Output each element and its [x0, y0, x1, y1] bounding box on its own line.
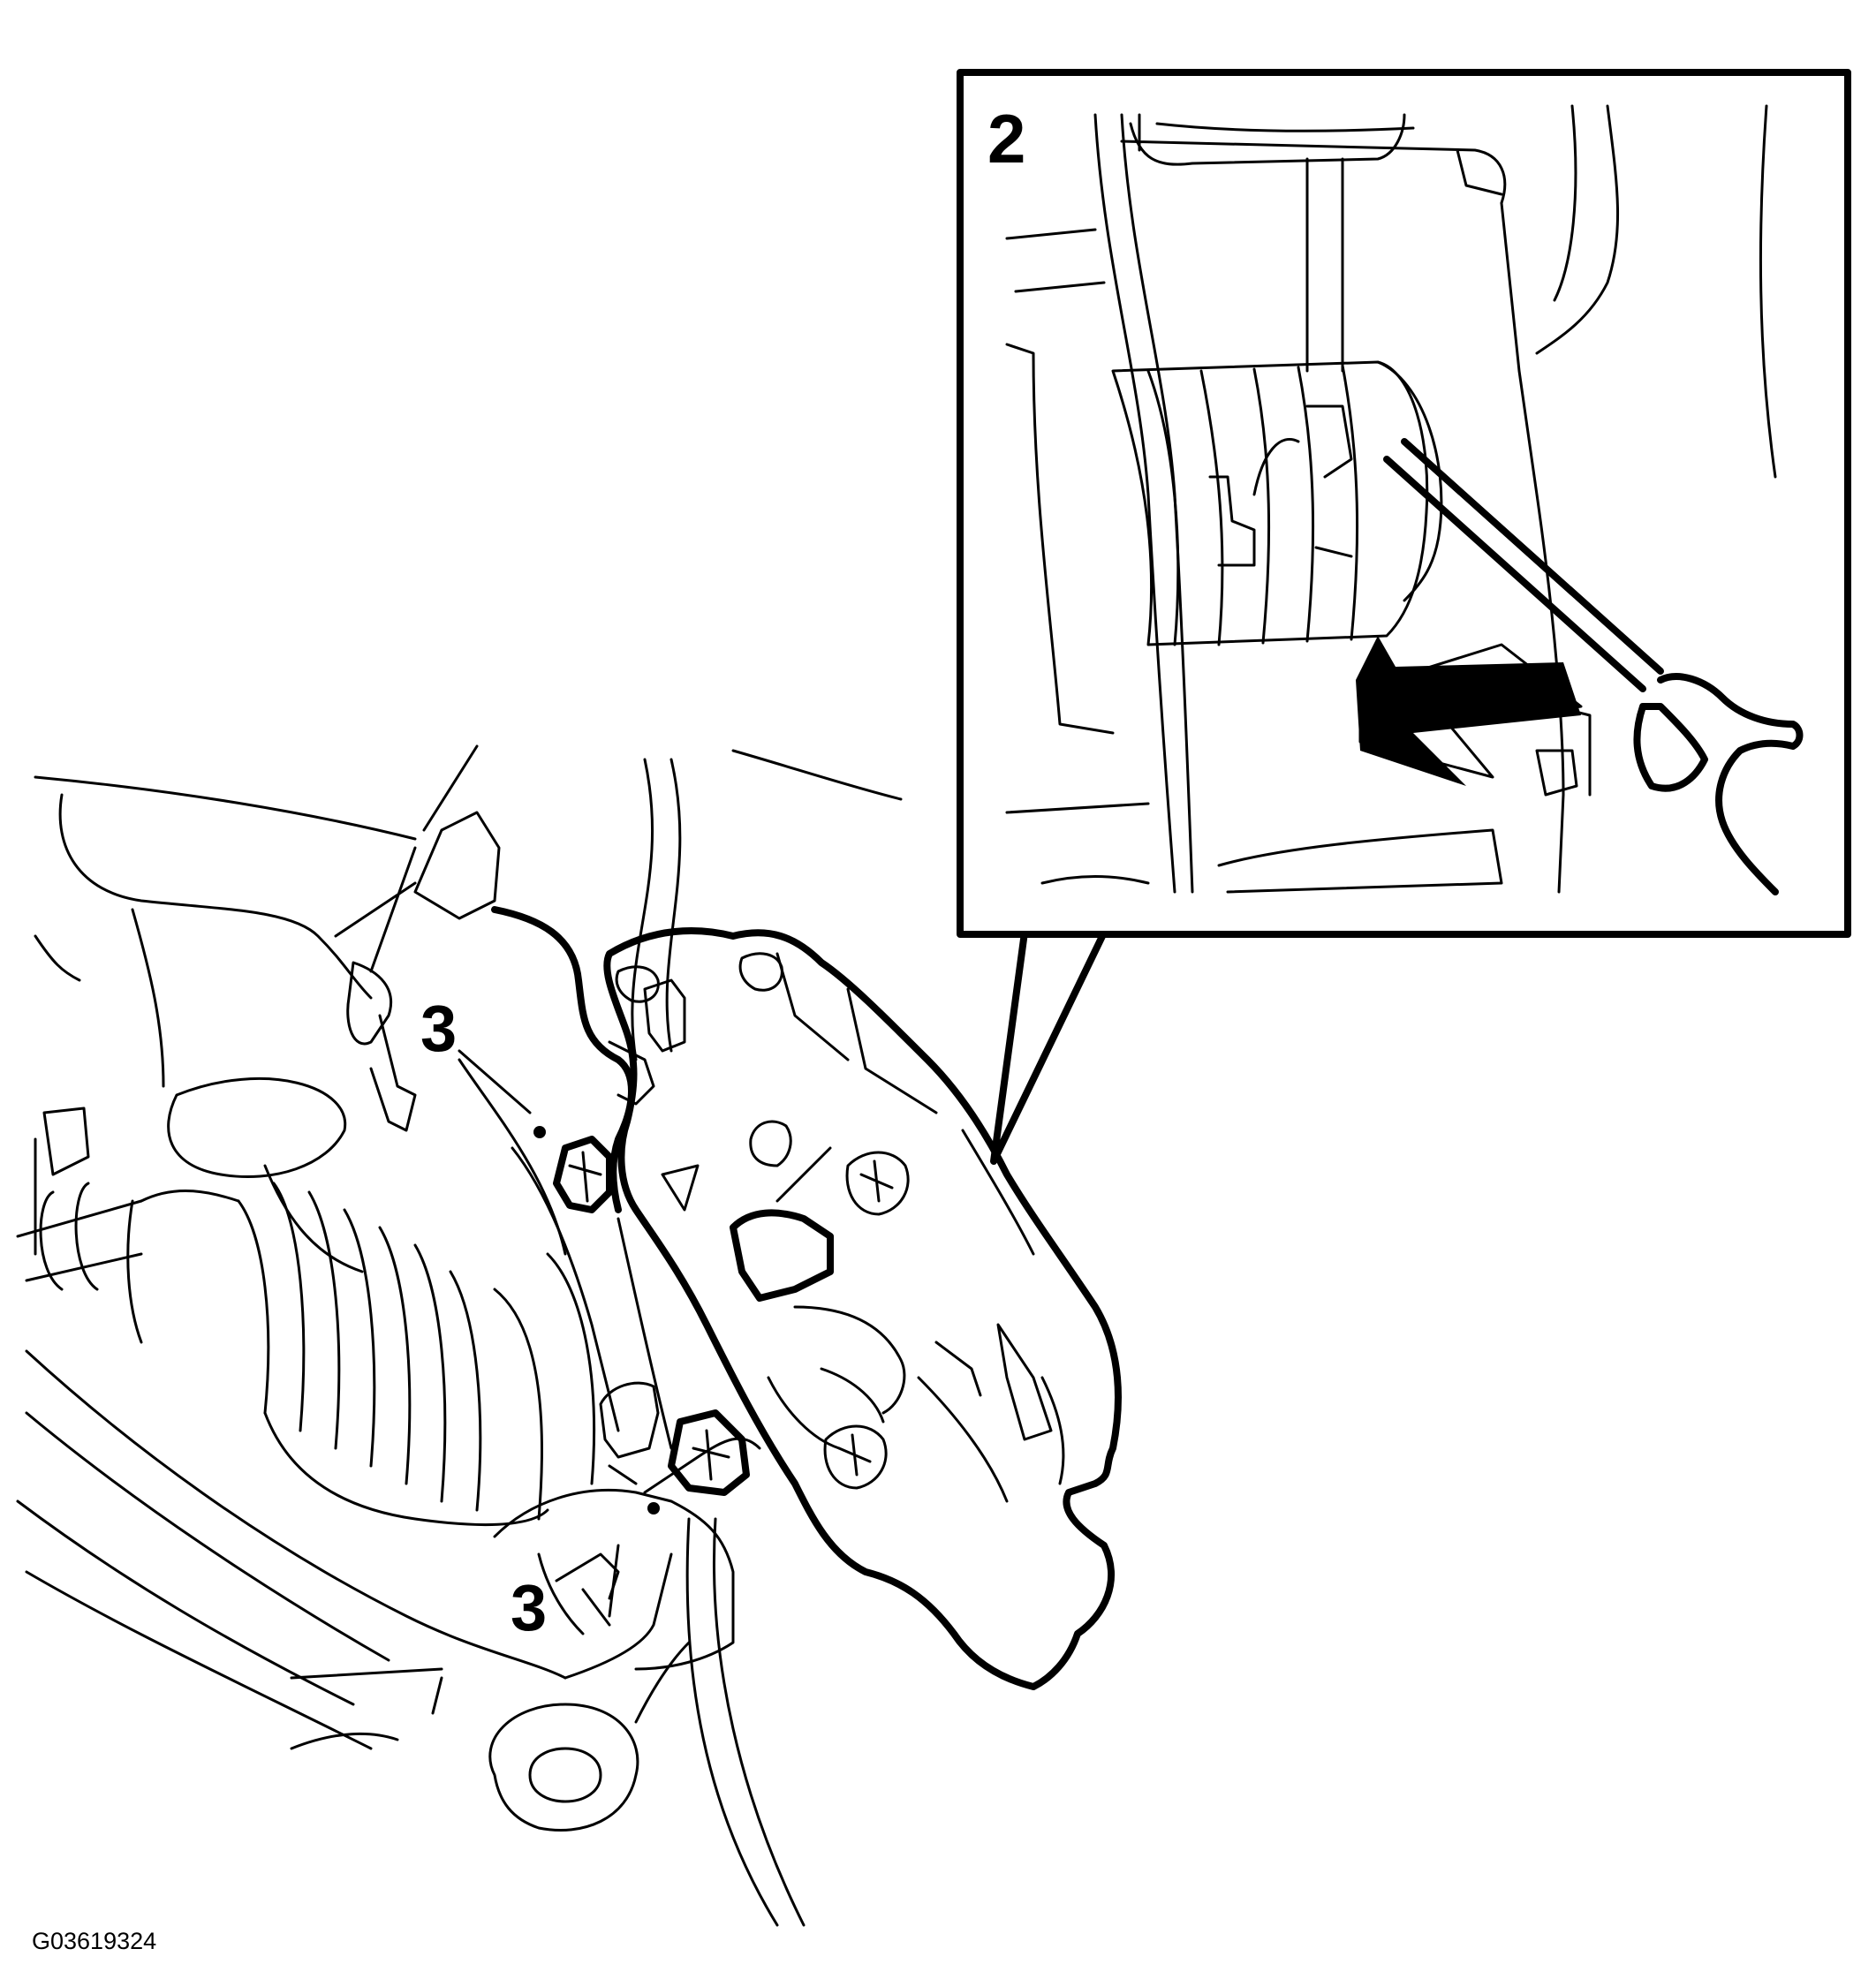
marker-dot-upper	[533, 1126, 546, 1138]
upper-caliper-bolt-head	[568, 1151, 602, 1203]
inset-pad-backing	[1305, 360, 1443, 602]
ball-joint-lower	[599, 1381, 660, 1485]
inset-screwdriver-handle[interactable]	[1633, 673, 1804, 895]
steering-knuckle	[493, 1437, 761, 1671]
inset-screwdriver[interactable]	[1383, 438, 1664, 692]
knuckle-upper	[511, 1146, 673, 1450]
caliper-pad-cutout	[730, 1209, 834, 1302]
inset-left-bracket	[1005, 228, 1150, 885]
lower-control-arm	[16, 1349, 567, 1750]
axle-clamp	[34, 1107, 90, 1256]
inset-lower-bracket	[1217, 705, 1592, 894]
stabilizer-link	[334, 744, 501, 973]
callout-3-lower-leader	[555, 1552, 620, 1627]
inset-top-rim	[1129, 113, 1406, 166]
caliper-bolt-lower	[823, 1424, 888, 1490]
inset-frame	[957, 69, 1851, 938]
lower-arm-bracket	[290, 1552, 691, 1750]
upper-arm	[34, 749, 903, 1000]
inset-pad-clip	[1208, 438, 1300, 567]
axle-shaft	[16, 1182, 143, 1291]
link-joint	[346, 961, 417, 1132]
inset-right-wall	[1535, 104, 1777, 479]
caliper-inner-edge	[775, 952, 1065, 1503]
inset-arrow-outline	[1358, 643, 1583, 779]
inset-detail	[957, 69, 1851, 1165]
inset-pad-lines	[1146, 364, 1359, 646]
inset-caliper-side	[1305, 157, 1565, 894]
caliper-recess	[767, 1305, 982, 1450]
inset-caliper-top	[1120, 113, 1507, 205]
cv-boot	[126, 1077, 596, 1527]
caliper-bolt-upper	[845, 1151, 910, 1216]
main-view	[16, 744, 1122, 1927]
inset-callout-number: 2	[987, 100, 1026, 178]
callout-3-upper: 3	[420, 992, 458, 1065]
bleed-nipple	[608, 978, 686, 1106]
lower-caliper-bolt	[668, 1409, 750, 1496]
brake-disc-outline	[631, 758, 806, 1927]
brake-caliper	[603, 927, 1122, 1690]
upper-caliper-bolt	[553, 1136, 613, 1213]
frame-edge	[34, 908, 165, 1088]
figure-id: G03619324	[32, 1928, 157, 1954]
callout-3-lower: 3	[511, 1571, 548, 1644]
caliper-guide-pin	[749, 1120, 792, 1167]
lower-arm-bushing	[488, 1703, 639, 1832]
caliper-mount-bolt-top	[615, 952, 783, 1003]
caliper-triangle-mark	[661, 1164, 700, 1212]
brake-hose	[491, 906, 635, 1213]
inset-pointer[interactable]	[990, 929, 1108, 1165]
callout-3-upper-leader	[458, 1049, 567, 1256]
marker-dot-lower	[647, 1502, 660, 1514]
lower-caliper-bolt-head	[692, 1429, 730, 1481]
inset-brake-pad	[1111, 360, 1429, 646]
